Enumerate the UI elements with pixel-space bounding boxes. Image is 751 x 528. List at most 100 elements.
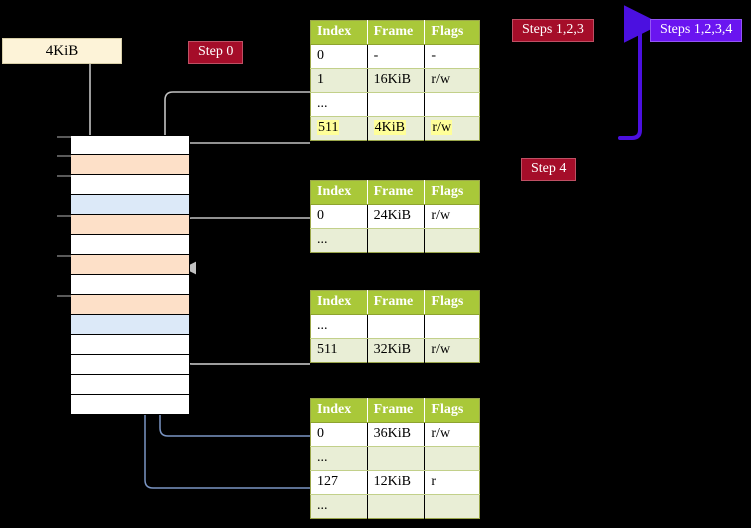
cell-index: 127 — [310, 470, 368, 495]
cell-flags — [424, 92, 480, 117]
table-header-row: Index Frame Flags — [310, 180, 480, 205]
column-header-index: Index — [310, 180, 368, 205]
cell-index: 1 — [310, 68, 368, 93]
cell-flags — [424, 494, 480, 518]
cell-frame — [367, 92, 426, 117]
column-header-flags: Flags — [424, 290, 480, 315]
column-header-index: Index — [310, 398, 368, 423]
steps-bracket-arrow — [618, 5, 662, 140]
column-header-frame: Frame — [367, 180, 426, 205]
table-row: ... — [310, 314, 480, 339]
virtual-page-box: 4KiB — [2, 38, 122, 64]
cell-frame — [367, 446, 426, 471]
cell-index: 511 — [310, 338, 368, 362]
cell-frame — [367, 314, 426, 339]
connector-table2-row511 — [172, 305, 310, 365]
memory-frame-10 — [70, 335, 190, 355]
memory-tick-4 — [57, 215, 71, 217]
memory-frame-4 — [57, 215, 190, 235]
memory-frame-12 — [70, 375, 190, 395]
memory-tick-6 — [57, 255, 71, 257]
column-header-frame: Frame — [367, 290, 426, 315]
label-step-4: Step 4 — [521, 158, 577, 182]
cell-index: ... — [310, 228, 368, 252]
cell-index: 511 — [310, 116, 368, 140]
memory-frame-1 — [57, 155, 190, 175]
cell-index: ... — [310, 92, 368, 117]
cell-flags — [424, 228, 480, 252]
column-header-index: Index — [310, 290, 368, 315]
table-row: 0-- — [310, 44, 480, 69]
table-row: ... — [310, 494, 480, 518]
column-header-flags: Flags — [424, 20, 480, 45]
table-header-row: Index Frame Flags — [310, 20, 480, 45]
column-header-flags: Flags — [424, 180, 480, 205]
cell-frame: 4KiB — [367, 116, 426, 140]
memory-tick-0 — [57, 136, 71, 138]
physical-memory-column — [57, 135, 190, 415]
highlight-span: 511 — [317, 119, 340, 135]
cell-frame — [367, 494, 426, 518]
cell-frame: 32KiB — [367, 338, 426, 362]
cell-flags: r/w — [424, 338, 480, 362]
column-header-frame: Frame — [367, 398, 426, 423]
memory-tick-2 — [57, 175, 71, 177]
memory-frame-0 — [57, 135, 190, 155]
memory-frame-2 — [57, 175, 190, 195]
cell-flags: r — [424, 470, 480, 495]
column-header-flags: Flags — [424, 398, 480, 423]
memory-frame-11 — [70, 355, 190, 375]
column-header-index: Index — [310, 20, 368, 45]
memory-frame-13 — [70, 395, 190, 415]
memory-frame-5 — [70, 235, 190, 255]
cell-index: 0 — [310, 204, 368, 229]
memory-tick-1 — [57, 155, 71, 157]
table-row: ... — [310, 228, 480, 252]
memory-frame-9 — [70, 315, 190, 335]
cell-index: ... — [310, 494, 368, 518]
memory-frame-3 — [70, 195, 190, 215]
table-header-row: Index Frame Flags — [310, 398, 480, 423]
memory-frame-7 — [70, 275, 190, 295]
cell-flags: - — [424, 44, 480, 69]
table-row: ... — [310, 446, 480, 471]
cell-frame: 36KiB — [367, 422, 426, 447]
table-header-row: Index Frame Flags — [310, 290, 480, 315]
label-steps-1-2-3-4: Steps 1,2,3,4 — [650, 19, 743, 43]
memory-frame-8 — [57, 295, 190, 315]
memory-frame-6 — [57, 255, 190, 275]
highlight-span: r/w — [431, 119, 453, 135]
cell-flags — [424, 314, 480, 339]
cell-frame: 16KiB — [367, 68, 426, 93]
cell-flags — [424, 446, 480, 471]
label-steps-1-2-3: Steps 1,2,3 — [512, 19, 594, 43]
cell-index: ... — [310, 314, 368, 339]
table-row: 511 4KiB r/w — [310, 116, 480, 140]
table-row: ... — [310, 92, 480, 117]
column-header-frame: Frame — [367, 20, 426, 45]
cell-frame — [367, 228, 426, 252]
cell-frame: - — [367, 44, 426, 69]
cell-index: ... — [310, 446, 368, 471]
cell-frame: 12KiB — [367, 470, 426, 495]
memory-tick-8 — [57, 295, 71, 297]
cell-flags: r/w — [424, 422, 480, 447]
cell-flags: r/w — [424, 68, 480, 93]
cell-index: 0 — [310, 44, 368, 69]
connector-table1-row0 — [183, 217, 310, 275]
label-step-0: Step 0 — [188, 41, 244, 65]
highlight-span: 4KiB — [373, 119, 406, 135]
cell-flags: r/w — [424, 204, 480, 229]
connector-table0-row511 — [177, 142, 310, 235]
cell-frame: 24KiB — [367, 204, 426, 229]
